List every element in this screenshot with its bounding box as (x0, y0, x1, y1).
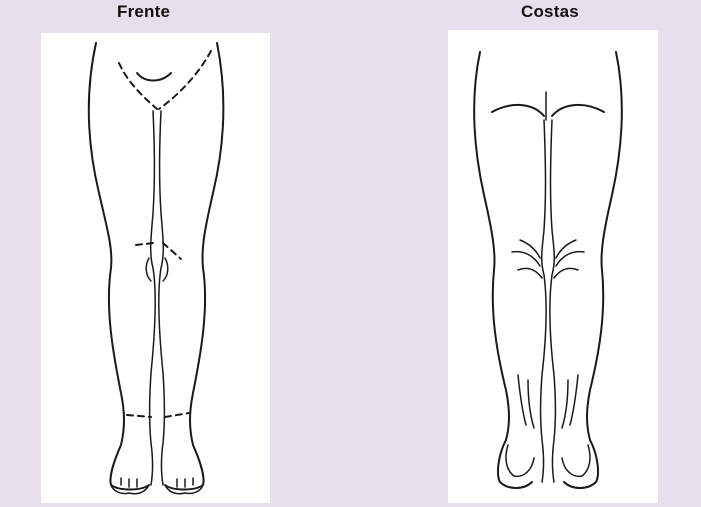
back-view-card (448, 30, 658, 503)
front-ankle-line-left (127, 415, 151, 417)
front-ankle-line-right (165, 413, 189, 417)
back-right-leg-outer (564, 52, 622, 488)
front-right-leg-outer (165, 43, 223, 490)
front-pubic-curve (137, 73, 171, 81)
front-left-leg-inner (150, 111, 156, 485)
front-hip-line-right (159, 51, 211, 109)
back-knee-crease-left (512, 240, 542, 278)
back-gluteal-fold-left (492, 105, 544, 116)
front-hip-line-left (119, 63, 157, 109)
front-view-card (41, 33, 270, 503)
front-legs-drawing (41, 33, 270, 503)
front-left-foot (111, 478, 149, 494)
front-knee-line-right (163, 243, 181, 259)
back-heel-left (506, 445, 534, 476)
back-right-leg-inner (550, 120, 556, 482)
back-left-leg-outer (474, 52, 532, 488)
back-ankle-left (518, 375, 534, 428)
front-kneecap-right (163, 258, 168, 281)
front-right-leg-inner (159, 111, 165, 485)
back-knee-crease-right (554, 240, 584, 278)
front-left-leg-outer (89, 43, 149, 490)
back-left-leg-inner (541, 120, 547, 482)
back-legs-drawing (448, 30, 658, 503)
front-right-foot (165, 478, 203, 494)
back-panel-title: Costas (521, 2, 579, 22)
front-kneecap-left (146, 258, 151, 281)
front-panel-title: Frente (117, 2, 170, 22)
back-gluteal-fold-right (552, 105, 604, 116)
back-heel-right (562, 445, 590, 476)
back-ankle-right (562, 375, 578, 428)
